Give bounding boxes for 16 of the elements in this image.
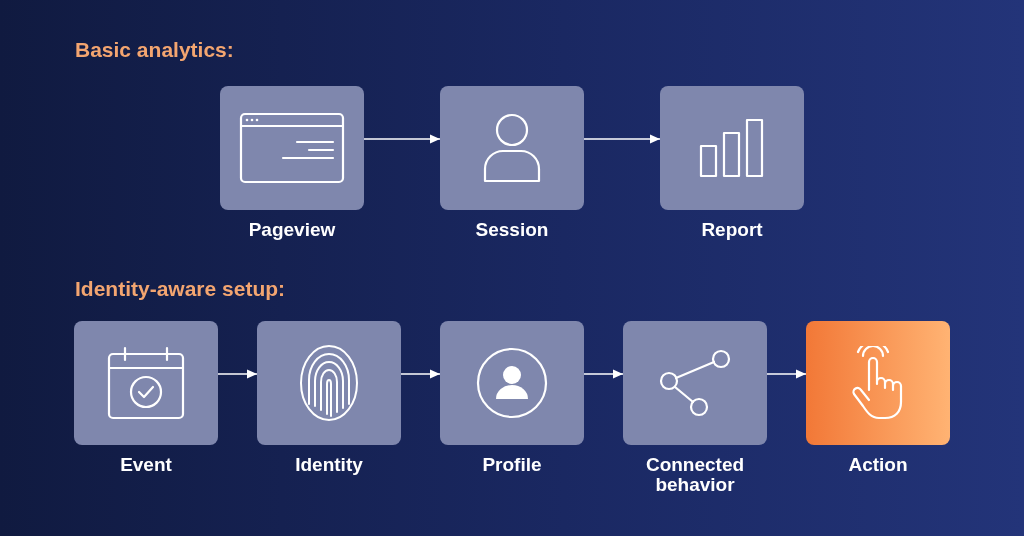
arrow [583,369,624,379]
node-label: Profile [482,455,542,475]
arrow [363,134,441,144]
node-label: Action [848,455,908,475]
arrow [217,369,258,379]
node-label: Event [120,455,172,475]
arrow [583,134,661,144]
node-label: Pageview [248,220,336,240]
arrow [766,369,807,379]
node-label: Identity [295,455,363,475]
arrow [400,369,441,379]
section-heading: Identity-aware setup: [75,277,286,301]
node-label: Session [475,220,549,240]
node-label: Report [701,220,763,240]
node-label: Connected behavior [644,455,746,495]
section-heading: Basic analytics: [75,38,234,62]
